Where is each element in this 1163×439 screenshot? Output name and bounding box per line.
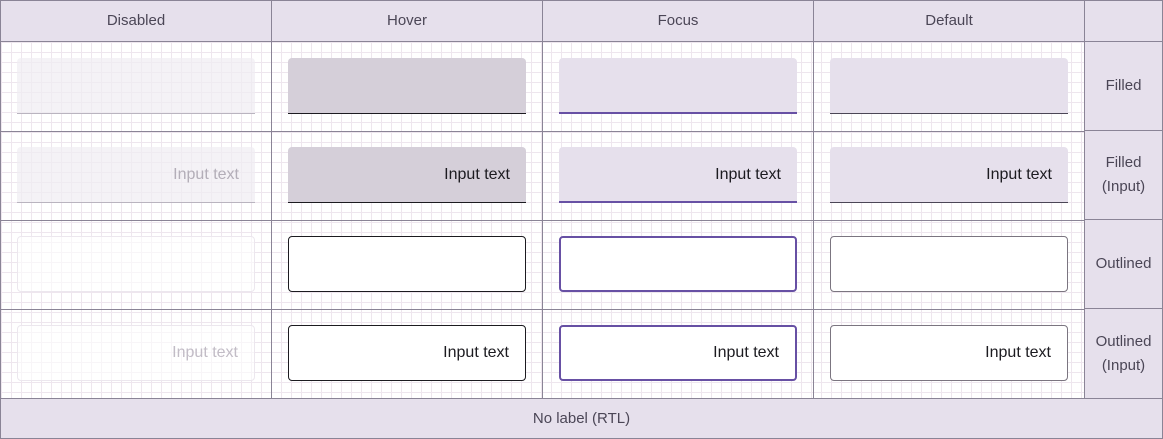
column-header-disabled: Disabled <box>1 1 272 41</box>
outlined-input-field-default[interactable]: Input text <box>830 325 1068 381</box>
filled-input-field-default[interactable]: Input text <box>830 147 1068 203</box>
row-divider <box>1 309 1084 310</box>
footer-caption: No label (RTL) <box>1 398 1162 438</box>
filled-input-field-focus[interactable]: Input text <box>559 147 797 203</box>
row-label-filled: Filled <box>1085 42 1162 131</box>
outlined-input-field-focus[interactable]: Input text <box>559 325 797 381</box>
outlined-field-disabled <box>17 236 255 292</box>
row-label-filled-input: Filled (Input) <box>1085 131 1162 220</box>
filled-field-focus[interactable] <box>559 58 797 114</box>
filled-field-default[interactable] <box>830 58 1068 114</box>
outlined-field-hover[interactable] <box>288 236 526 292</box>
filled-field-hover[interactable] <box>288 58 526 114</box>
filled-field-disabled <box>17 58 255 114</box>
column-header-focus: Focus <box>543 1 814 41</box>
outlined-input-field-hover[interactable]: Input text <box>288 325 526 381</box>
column-header-hover: Hover <box>272 1 543 41</box>
column-header-row: Disabled Hover Focus Default <box>1 1 1162 42</box>
outlined-field-focus[interactable] <box>559 236 797 292</box>
outlined-field-default[interactable] <box>830 236 1068 292</box>
row-label-outlined-input: Outlined (Input) <box>1095 332 1152 374</box>
row-divider <box>1 220 1084 221</box>
row-label-column: Filled Filled (Input) Outlined Outlined … <box>1084 42 1162 398</box>
row-label-outlined: Outlined <box>1085 220 1162 309</box>
outlined-input-field-disabled: Input text <box>17 325 255 381</box>
row-divider <box>1 131 1084 132</box>
filled-input-field-hover[interactable]: Input text <box>288 147 526 203</box>
filled-input-field-disabled: Input text <box>17 147 255 203</box>
column-header-default: Default <box>814 1 1085 41</box>
